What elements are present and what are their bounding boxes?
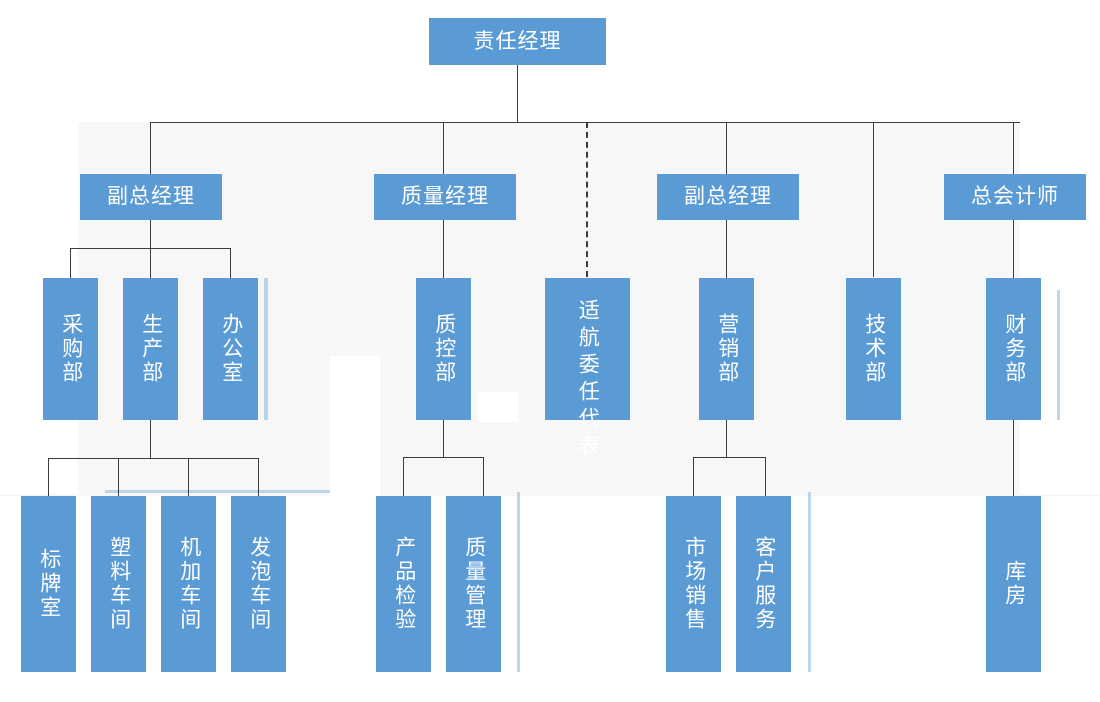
node-production-department[interactable]: 生产部 [123,278,178,420]
node-label: 客户服务 [752,536,776,632]
node-signage-room[interactable]: 标牌室 [21,496,76,672]
connector-drop-product-inspection [403,457,404,496]
node-plastics-workshop[interactable]: 塑料车间 [91,496,146,672]
connector-drop-quality-manager [443,122,444,174]
accent-stroke-4 [1057,290,1060,420]
connector-stem-finance [1013,420,1014,496]
node-label: 生产部 [139,313,163,385]
connector-drop-deputy-gm-1 [150,122,151,174]
node-label: 采购部 [59,313,83,385]
accent-stroke-5 [105,490,330,493]
node-quality-manager[interactable]: 质量经理 [374,174,516,220]
connector-stem-production [150,420,151,458]
node-label: 质量经理 [401,185,489,209]
node-customer-service[interactable]: 客户服务 [736,496,791,672]
node-label: 发泡车间 [247,536,271,632]
node-label: 质控部 [432,313,456,385]
connector-stem-quality-control [443,420,444,457]
connector-drop-airworthiness-dashed [586,122,588,277]
node-technology-department[interactable]: 技术部 [846,278,901,420]
node-label: 质量管理 [462,536,486,632]
node-label: 副总经理 [684,185,772,209]
connector-drop-quality-management [483,457,484,496]
node-label: 总会计师 [971,185,1059,209]
connector-bus-marketing [693,457,765,458]
connector-drop-market-sales [693,457,694,496]
connector-drop-customer-service [765,457,766,496]
node-label: 机加车间 [177,536,201,632]
connector-drop-deputy-gm-2 [726,122,727,174]
connector-stem-deputy-gm-1 [150,220,151,248]
accent-stroke-3 [808,492,811,672]
background-strip-bottom [0,488,1100,496]
node-office[interactable]: 办公室 [203,278,258,420]
connector-drop-production [150,248,151,278]
connector-stem-chief-accountant [1013,220,1014,278]
node-label: 市场销售 [682,536,706,632]
connector-drop-chief-accountant [1013,122,1014,174]
background-cutout-mid-a [330,356,380,496]
node-marketing-department[interactable]: 营销部 [699,278,754,420]
node-label: 产品检验 [392,536,416,632]
node-label: 责任经理 [473,29,562,53]
connector-drop-foaming-workshop [258,458,259,496]
connector-drop-signage-room [48,458,49,496]
node-purchasing-department[interactable]: 采购部 [43,278,98,420]
connector-drop-office [230,248,231,278]
connector-drop-technology-dept [873,122,874,277]
connector-main-bus [150,122,1020,123]
accent-stroke-1 [264,278,268,420]
connector-bus-quality-control [403,457,483,458]
node-label: 技术部 [862,313,886,385]
node-label: 营销部 [715,313,739,385]
node-foaming-workshop[interactable]: 发泡车间 [231,496,286,672]
node-label: 副总经理 [107,185,195,209]
node-deputy-general-manager-1[interactable]: 副总经理 [80,174,222,220]
connector-drop-purchasing [70,248,71,278]
node-label: 适航委任代表 [576,299,600,461]
node-label: 办公室 [219,313,243,385]
node-airworthiness-designated-representative[interactable]: 适航委任代表 [545,278,630,461]
node-label: 财务部 [1002,313,1026,385]
node-chief-accountant[interactable]: 总会计师 [944,174,1086,220]
connector-drop-plastics-workshop [118,458,119,496]
connector-stem-quality-manager [443,220,444,278]
node-label: 库房 [1002,560,1026,608]
node-label: 塑料车间 [107,536,131,632]
connector-bus-production [48,458,258,459]
node-machining-workshop[interactable]: 机加车间 [161,496,216,672]
connector-root-stem [517,65,518,122]
node-quality-control-department[interactable]: 质控部 [416,278,471,420]
node-deputy-general-manager-2[interactable]: 副总经理 [657,174,799,220]
accent-stroke-2 [517,492,520,672]
node-finance-department[interactable]: 财务部 [986,278,1041,420]
node-label: 标牌室 [37,548,61,620]
connector-drop-machining-workshop [188,458,189,496]
connector-stem-marketing [726,420,727,457]
node-product-inspection[interactable]: 产品检验 [376,496,431,672]
connector-stem-deputy-gm-2 [726,220,727,278]
node-quality-management[interactable]: 质量管理 [446,496,501,672]
node-responsible-manager[interactable]: 责任经理 [429,18,606,65]
node-warehouse[interactable]: 库房 [986,496,1041,672]
node-market-sales[interactable]: 市场销售 [666,496,721,672]
background-cutout-mid-b [478,392,518,422]
